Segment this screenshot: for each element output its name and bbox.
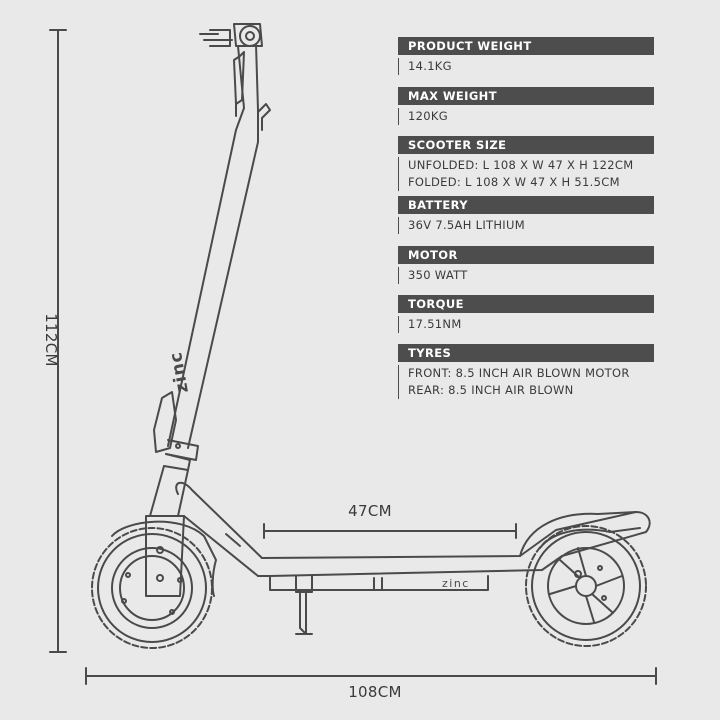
- spec-line: FRONT: 8.5 INCH AIR BLOWN MOTOR: [408, 366, 630, 380]
- spec-value: 120KG: [398, 108, 654, 125]
- stem-logo: zinc: [166, 350, 193, 395]
- rear-wheel: [525, 525, 647, 647]
- height-dimension-line: [49, 29, 67, 653]
- front-fork: [145, 465, 189, 597]
- spec-scooter-size: SCOOTER SIZE UNFOLDED: L 108 X W 47 X H …: [398, 136, 654, 191]
- deck-width-dimension-line: [263, 523, 517, 539]
- fold-latch: [153, 391, 199, 471]
- deck-neck: [175, 481, 263, 559]
- deck-width-label: 47CM: [348, 502, 392, 520]
- spec-value: UNFOLDED: L 108 X W 47 X H 122CM FOLDED:…: [398, 157, 654, 191]
- spec-value: 14.1KG: [398, 58, 654, 75]
- deck-neck-lower: [183, 515, 259, 577]
- spec-line: 17.51NM: [408, 317, 462, 331]
- spec-tyres: TYRES FRONT: 8.5 INCH AIR BLOWN MOTOR RE…: [398, 344, 654, 399]
- spec-line: 14.1KG: [408, 59, 452, 73]
- kickstand: [295, 575, 313, 635]
- length-dimension-line: [85, 667, 657, 685]
- spec-value: 36V 7.5AH LITHIUM: [398, 217, 654, 234]
- front-wheel: [91, 527, 213, 649]
- height-label: 112CM: [42, 313, 60, 367]
- length-label: 108CM: [348, 683, 402, 701]
- spec-value: 350 WATT: [398, 267, 654, 284]
- spec-title: PRODUCT WEIGHT: [398, 37, 654, 55]
- handlebar: [199, 23, 263, 105]
- spec-title: MOTOR: [398, 246, 654, 264]
- spec-line: UNFOLDED: L 108 X W 47 X H 122CM: [408, 158, 634, 172]
- deck: [225, 511, 651, 591]
- spec-line: 36V 7.5AH LITHIUM: [408, 218, 525, 232]
- spec-title: TORQUE: [398, 295, 654, 313]
- spec-value: 17.51NM: [398, 316, 654, 333]
- spec-line: 120KG: [408, 109, 448, 123]
- spec-title: SCOOTER SIZE: [398, 136, 654, 154]
- spec-battery: BATTERY 36V 7.5AH LITHIUM: [398, 196, 654, 234]
- deck-logo: zinc: [442, 577, 470, 590]
- spec-line: REAR: 8.5 INCH AIR BLOWN: [408, 383, 574, 397]
- spec-title: BATTERY: [398, 196, 654, 214]
- spec-title: MAX WEIGHT: [398, 87, 654, 105]
- spec-motor: MOTOR 350 WATT: [398, 246, 654, 284]
- spec-product-weight: PRODUCT WEIGHT 14.1KG: [398, 37, 654, 75]
- spec-value: FRONT: 8.5 INCH AIR BLOWN MOTOR REAR: 8.…: [398, 365, 654, 399]
- spec-torque: TORQUE 17.51NM: [398, 295, 654, 333]
- deck-clip: [373, 577, 383, 591]
- spec-max-weight: MAX WEIGHT 120KG: [398, 87, 654, 125]
- spec-title: TYRES: [398, 344, 654, 362]
- stem: [167, 43, 271, 449]
- spec-line: FOLDED: L 108 X W 47 X H 51.5CM: [408, 175, 620, 189]
- spec-line: 350 WATT: [408, 268, 468, 282]
